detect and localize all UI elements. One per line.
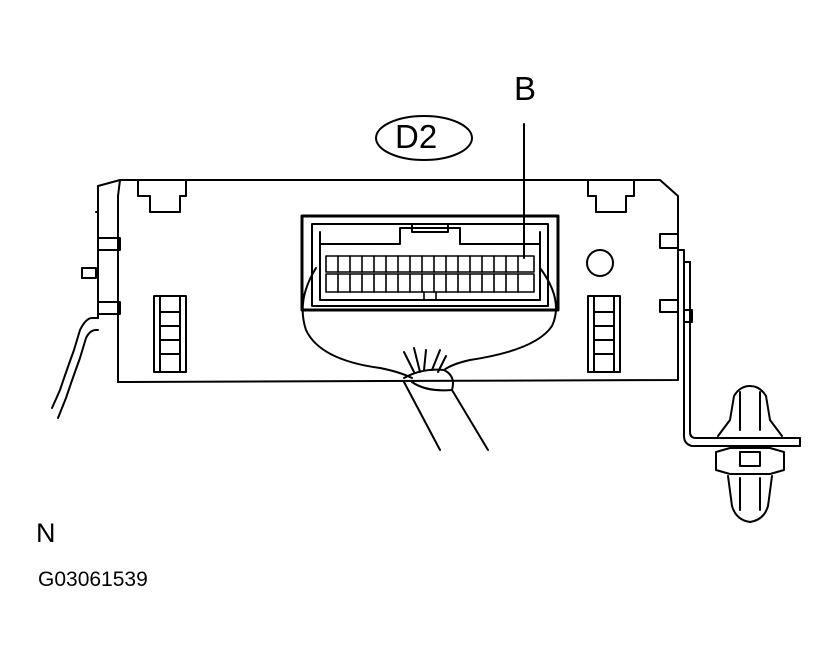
right-bracket [677, 249, 801, 447]
ecu-housing [97, 179, 679, 383]
callout-leader [375, 115, 525, 259]
figure-code-label: G03061539 [38, 568, 148, 591]
callout-label-b: B [514, 70, 537, 107]
wire-harness [301, 267, 557, 451]
mounting-clip [715, 385, 785, 523]
connector-id-label: D2 [395, 118, 438, 155]
left-bracket [51, 211, 99, 419]
multi-pin-connector [300, 214, 560, 312]
view-letter-label: N [36, 518, 56, 548]
